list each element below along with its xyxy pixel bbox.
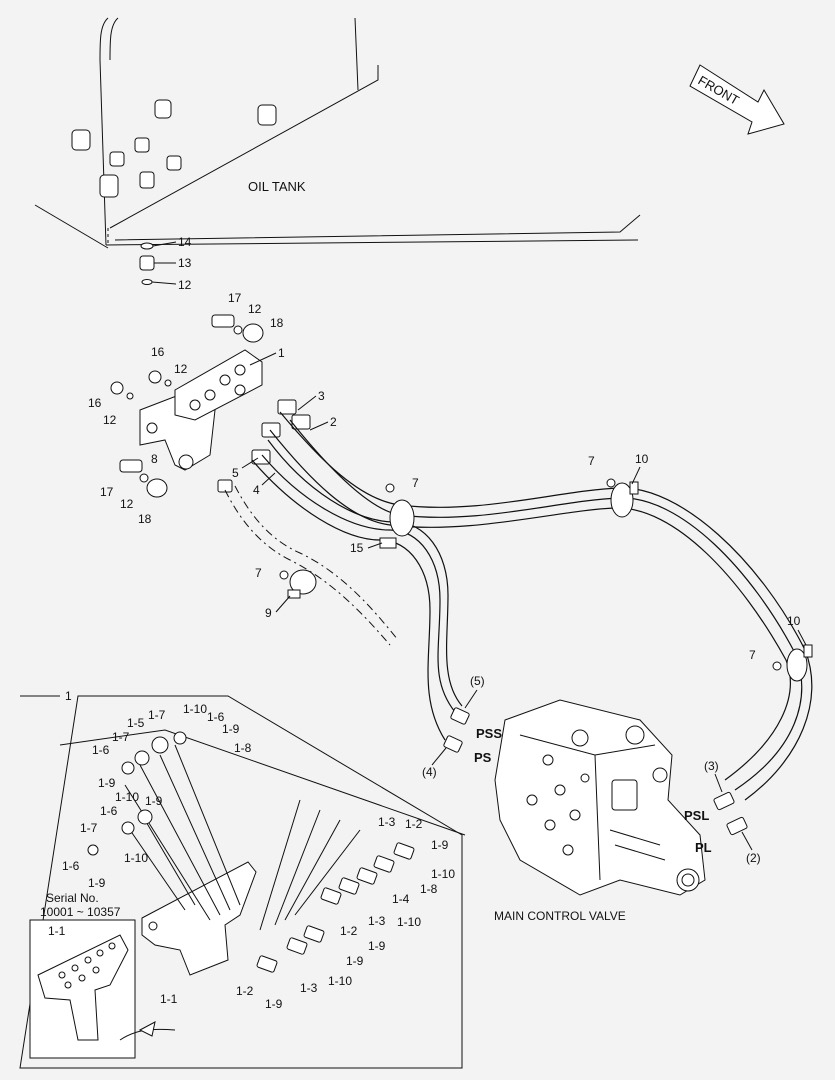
detail-callout-1-2: 1-2 <box>405 817 423 831</box>
detail-callout-1-2: 1-2 <box>236 984 254 998</box>
callout-1-1: 1-1 <box>48 924 66 938</box>
detail-callout-1-10: 1-10 <box>397 915 421 929</box>
callout-16: 16 <box>88 396 102 410</box>
main-control-valve-label: MAIN CONTROL VALVE <box>494 909 626 923</box>
callout-7: 7 <box>749 648 756 662</box>
front-arrow: FRONT <box>689 64 785 135</box>
detail-callout-1-6: 1-6 <box>207 710 225 724</box>
detail-callout-1-9: 1-9 <box>98 776 116 790</box>
detail-callout-1-10: 1-10 <box>115 790 139 804</box>
serial-range: 10001 ~ 10357 <box>40 905 121 919</box>
callout-10: 10 <box>635 452 649 466</box>
oil-tank-label: OIL TANK <box>248 179 306 194</box>
hose-5-label: (5) <box>470 674 485 688</box>
port-psl-label: PSL <box>684 808 709 823</box>
detail-callout-1-9: 1-9 <box>88 876 106 890</box>
detail-callout-1-8: 1-8 <box>234 741 252 755</box>
detail-callout-1-7: 1-7 <box>80 821 98 835</box>
callout-18: 18 <box>270 316 284 330</box>
callout-3: 3 <box>318 389 325 403</box>
hose-4-label: (4) <box>422 765 437 779</box>
callout-14: 14 <box>178 235 192 249</box>
callout-1: 1 <box>278 346 285 360</box>
hose-clamps <box>279 478 813 682</box>
main-control-valve <box>494 699 706 896</box>
tank-bolts <box>71 99 277 198</box>
detail-callout-1-3: 1-3 <box>368 914 386 928</box>
detail-callout-1-3: 1-3 <box>300 981 318 995</box>
detail-callout-1-10: 1-10 <box>431 867 455 881</box>
callout-8: 8 <box>151 452 158 466</box>
callout-18: 18 <box>138 512 152 526</box>
port-pl-label: PL <box>695 840 712 855</box>
callout-4: 4 <box>253 483 260 497</box>
callout-5: 5 <box>232 466 239 480</box>
serial-inset <box>29 919 176 1059</box>
callout-9: 9 <box>265 606 272 620</box>
detail-callout-1-1: 1-1 <box>160 992 178 1006</box>
detail-callout-1-6: 1-6 <box>62 859 80 873</box>
serial-title: Serial No. <box>46 891 99 905</box>
callout-12: 12 <box>248 302 262 316</box>
callout-7: 7 <box>588 454 595 468</box>
callout-16: 16 <box>151 345 165 359</box>
hose-fittings <box>443 707 748 836</box>
oil-tank: OIL TANK <box>34 17 641 285</box>
hose-3-label: (3) <box>704 759 719 773</box>
detail-callout-1-9: 1-9 <box>368 939 386 953</box>
detail-callout-1-9: 1-9 <box>265 997 283 1011</box>
callout-2: 2 <box>330 415 337 429</box>
hose-2-label: (2) <box>746 851 761 865</box>
manifold-assembly <box>110 314 311 498</box>
detail-callout-1-10: 1-10 <box>328 974 352 988</box>
callout-13: 13 <box>178 256 192 270</box>
detail-callout-1-2: 1-2 <box>340 924 358 938</box>
detail-callout-1: 1 <box>65 689 72 703</box>
callout-7: 7 <box>255 566 262 580</box>
callout-17: 17 <box>228 291 242 305</box>
callout-7: 7 <box>412 476 419 490</box>
callout-15: 15 <box>350 541 364 555</box>
detail-callout-1-9: 1-9 <box>431 838 449 852</box>
callout-12: 12 <box>120 497 134 511</box>
detail-callout-1-6: 1-6 <box>100 804 118 818</box>
detail-callout-1-7: 1-7 <box>112 730 130 744</box>
detail-callout-1-8: 1-8 <box>420 882 438 896</box>
detail-callout-1-6: 1-6 <box>92 743 110 757</box>
callout-10: 10 <box>787 614 801 628</box>
detail-callout-1-9: 1-9 <box>145 794 163 808</box>
detail-bracket <box>59 729 466 976</box>
detail-callout-1-4: 1-4 <box>392 892 410 906</box>
detail-callout-1-10: 1-10 <box>124 851 148 865</box>
port-ps-label: PS <box>474 750 492 765</box>
callout-12: 12 <box>103 413 117 427</box>
detail-callout-1-3: 1-3 <box>378 815 396 829</box>
detail-callout-1-9: 1-9 <box>222 722 240 736</box>
port-pss-label: PSS <box>476 726 502 741</box>
callout-17: 17 <box>100 485 114 499</box>
detail-callout-1-5: 1-5 <box>127 716 145 730</box>
callout-12: 12 <box>178 278 192 292</box>
detail-callout-1-9: 1-9 <box>346 954 364 968</box>
callout-12: 12 <box>174 362 188 376</box>
detail-callout-1-10: 1-10 <box>183 702 207 716</box>
detail-callout-1-7: 1-7 <box>148 708 166 722</box>
